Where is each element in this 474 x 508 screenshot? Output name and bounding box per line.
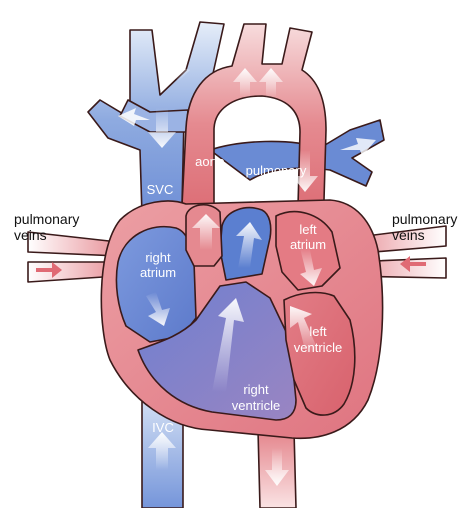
arrow-pa-left (118, 108, 150, 126)
arrow-pa-right (340, 138, 376, 156)
arrow-svc-down (148, 108, 176, 148)
label-pulmonary-veins-right-2: veins (392, 227, 425, 243)
label-left-ventricle-2: ventricle (294, 340, 342, 355)
label-left-atrium-2: atrium (290, 237, 326, 252)
label-pulmonary-veins-right-1: pulmonary (392, 211, 457, 227)
arrow-aorta-up1 (233, 68, 257, 98)
arrow-aorta-down (292, 150, 318, 192)
label-right-ventricle-2: ventricle (232, 398, 280, 413)
arrow-pulmonary-trunk (236, 222, 262, 268)
right-ventricle-chamber (137, 281, 297, 421)
label-left-ventricle-1: left (309, 324, 327, 339)
arrow-svc-branch (170, 46, 190, 82)
label-pulmonary-arteries-2: arteries (254, 178, 298, 193)
label-ivc: IVC (152, 420, 174, 435)
label-svc: SVC (147, 182, 174, 197)
arrow-pulmonary-vein-right (400, 256, 426, 272)
label-aorta: aorta (195, 154, 225, 169)
arrow-ivc-up (148, 432, 176, 470)
arrow-right-ventricle (212, 298, 244, 392)
arrow-left-atrium (300, 248, 322, 286)
label-pulmonary-arteries-1: pulmonary (246, 163, 307, 178)
arrow-left-ventricle (290, 306, 318, 354)
label-right-atrium-1: right (145, 250, 171, 265)
aortic-arch (181, 23, 327, 207)
arrow-aortic-root (192, 214, 220, 250)
label-left-atrium-1: left (299, 222, 317, 237)
arrow-descending-aorta (265, 448, 289, 486)
arrow-aorta-up2 (259, 68, 283, 98)
arrow-pulmonary-vein-left (36, 262, 62, 278)
label-right-ventricle-1: right (243, 382, 269, 397)
label-pulmonary-veins-left-2: veins (14, 227, 47, 243)
arrow-right-atrium (146, 292, 170, 326)
right-atrium-chamber (115, 225, 197, 343)
label-right-atrium-2: atrium (140, 265, 176, 280)
label-pulmonary-veins-left-1: pulmonary (14, 211, 79, 227)
